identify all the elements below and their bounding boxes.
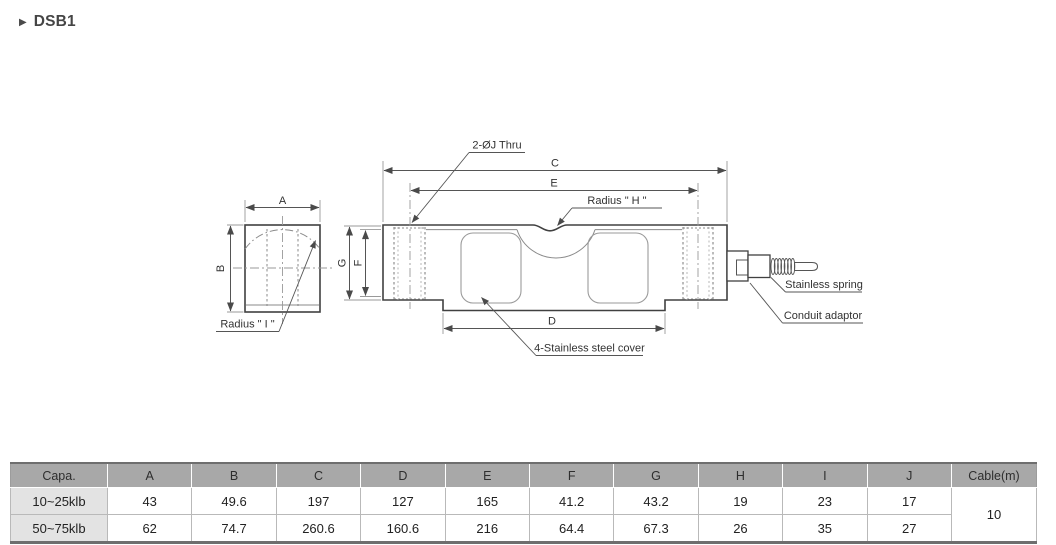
dim-b: B: [215, 224, 244, 313]
dim-e: E: [410, 178, 698, 194]
cell-r2-i: 35: [782, 514, 868, 543]
cell-r1-g: 43.2: [613, 487, 699, 515]
mounting-hole-right: [682, 183, 714, 309]
cell-r2-d: 160.6: [360, 514, 446, 543]
cell-cable-length: 10: [951, 487, 1037, 543]
col-header-a: A: [107, 463, 193, 488]
dim-g: G: [337, 225, 381, 301]
side-view: A B Radius " I ": [215, 195, 332, 332]
spring-coil: [770, 258, 796, 275]
cell-r1-h: 19: [697, 487, 784, 515]
col-header-c: C: [276, 463, 362, 488]
col-header-g: G: [613, 463, 699, 488]
callout-radius-i: Radius " I ": [216, 240, 316, 332]
col-header-h: H: [698, 463, 784, 488]
col-header-j: J: [867, 463, 953, 488]
radius-i-label: Radius " I ": [220, 319, 274, 331]
cell-r2-e: 216: [444, 514, 530, 543]
cell-r1-j: 17: [866, 487, 953, 515]
col-header-f: F: [529, 463, 615, 488]
cell-r2-a: 62: [106, 514, 193, 543]
dim-label-e: E: [550, 178, 557, 190]
dim-a: A: [244, 195, 321, 222]
dim-d: D: [442, 313, 666, 334]
table-row-10-25klb: 10~25klb 43 49.6 197 127 165 41.2 43.2 1…: [10, 487, 1037, 543]
load-cell-body: [382, 224, 728, 312]
row-label-10-25klb: 10~25klb: [10, 487, 108, 515]
dim-label-d: D: [548, 316, 556, 328]
callout-conduit: Conduit adaptor: [749, 282, 863, 324]
dim-label-c: C: [551, 158, 559, 170]
connector-assembly: Stainless spring Conduit adaptor: [726, 250, 863, 324]
cell-r2-c: 260.6: [275, 514, 362, 543]
callout-radius-h: Radius " H ": [557, 195, 662, 226]
dim-label-b: B: [215, 265, 227, 272]
cell-r1-d: 127: [360, 487, 446, 515]
dimension-table: Capa. A B C D E F G H I J Cable(m) 10~25…: [10, 462, 1037, 544]
technical-drawing: A B Radius " I ": [215, 140, 863, 356]
cell-r2-g: 67.3: [613, 514, 699, 543]
col-header-capa: Capa.: [10, 463, 108, 488]
cover-label: 4-Stainless steel cover: [534, 343, 645, 355]
cell-r1-a: 43: [106, 487, 193, 515]
flexure-arc: [516, 229, 596, 259]
callout-spring: Stainless spring: [770, 277, 863, 293]
cell-r2-j: 27: [866, 514, 953, 543]
cell-r2-b: 74.7: [191, 514, 277, 543]
cover-cutout-right: [587, 232, 649, 304]
col-header-i: I: [782, 463, 868, 488]
section-marker-icon: ▶: [19, 17, 27, 28]
section-title: ▶ DSB1: [19, 13, 76, 31]
cell-r1-c: 197: [275, 487, 362, 515]
col-header-cable: Cable(m): [951, 463, 1037, 488]
conduit-label: Conduit adaptor: [784, 310, 863, 322]
col-header-e: E: [445, 463, 530, 488]
spring-label: Stainless spring: [785, 279, 863, 291]
callout-thru-holes: 2-ØJ Thru: [411, 140, 525, 223]
callout-cover: 4-Stainless steel cover: [481, 297, 645, 356]
cell-r2-h: 26: [697, 514, 784, 543]
dim-label-g: G: [337, 259, 349, 268]
table-header-row: Capa. A B C D E F G H I J Cable(m): [10, 463, 1037, 488]
col-header-d: D: [360, 463, 446, 488]
cell-r1-b: 49.6: [191, 487, 277, 515]
table-row-50-75klb: 50~75klb 62 74.7 260.6 160.6 216 64.4 67…: [10, 514, 1037, 543]
main-view: C E G F: [337, 140, 728, 356]
cell-r2-f: 64.4: [528, 514, 615, 543]
dim-f: F: [353, 229, 381, 297]
page-title: DSB1: [33, 13, 76, 30]
cell-r1-i: 23: [782, 487, 868, 515]
connector-neck: [726, 250, 749, 282]
dim-label-f: F: [353, 259, 365, 266]
dim-c: C: [382, 158, 728, 222]
thru-holes-label: 2-ØJ Thru: [472, 140, 521, 152]
cell-r1-e: 165: [444, 487, 530, 515]
row-label-50-75klb: 50~75klb: [10, 514, 108, 543]
radius-h-label: Radius " H ": [587, 195, 646, 207]
cell-r1-f: 41.2: [528, 487, 615, 515]
col-header-b: B: [191, 463, 277, 488]
mounting-hole-left: [393, 183, 426, 309]
conduit-adaptor-block: [747, 254, 771, 279]
cable: [794, 262, 819, 271]
cover-cutout-left: [460, 232, 522, 304]
dim-label-a: A: [279, 195, 287, 207]
